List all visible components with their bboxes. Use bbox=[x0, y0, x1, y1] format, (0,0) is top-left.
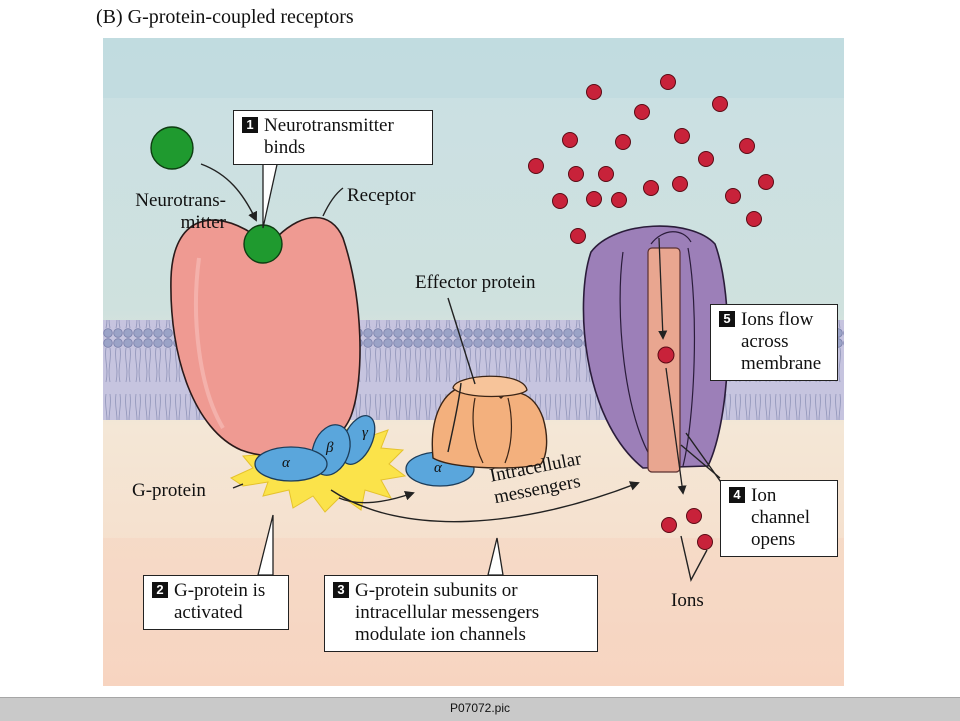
callout-4: 4 Ion channel opens bbox=[720, 480, 838, 557]
effector-protein bbox=[431, 375, 548, 469]
label-receptor: Receptor bbox=[347, 185, 416, 206]
label-gamma: γ bbox=[362, 425, 368, 441]
callout-3-line-1: G-protein subunits or bbox=[355, 580, 518, 601]
label-g-protein: G-protein bbox=[132, 480, 206, 501]
callout-5: 5 Ions flow across membrane bbox=[710, 304, 838, 381]
label-alpha-free: α bbox=[434, 460, 442, 476]
callout-1-line-2: binds bbox=[264, 137, 306, 158]
callout-2: 2 G-protein is activated bbox=[143, 575, 289, 630]
callout-2-number: 2 bbox=[152, 582, 168, 598]
label-effector-protein: Effector protein bbox=[415, 272, 536, 293]
callout-3-number: 3 bbox=[333, 582, 349, 598]
label-ions: Ions bbox=[671, 590, 704, 611]
callout-5-line-1: Ions flow bbox=[741, 309, 814, 330]
callout-2-line-1: G-protein is bbox=[174, 580, 266, 601]
arrows bbox=[200, 163, 724, 582]
footer-bar: P07072.pic bbox=[0, 697, 960, 721]
label-alpha: α bbox=[282, 455, 290, 471]
callout-1-number: 1 bbox=[242, 117, 258, 133]
callout-4-line-3: opens bbox=[751, 529, 796, 550]
callout-1-line-1: Neurotransmitter bbox=[264, 115, 394, 136]
callout-3: 3 G-protein subunits or intracellular mes… bbox=[324, 575, 598, 652]
label-neurotransmitter: Neurotrans- mitter bbox=[108, 190, 226, 234]
neurotransmitter-bound bbox=[243, 224, 283, 264]
ions-extracellular bbox=[528, 74, 774, 244]
ions-intracellular bbox=[661, 508, 713, 550]
callout-1: 1 Neurotransmitter binds bbox=[233, 110, 433, 165]
label-neurotransmitter-line-1: Neurotrans- bbox=[135, 190, 226, 211]
callout-4-line-2: channel bbox=[751, 507, 811, 528]
callout-5-number: 5 bbox=[719, 311, 735, 327]
g-protein-alpha bbox=[254, 446, 328, 482]
callout-3-line-3: modulate ion channels bbox=[355, 624, 526, 645]
footer-filename: P07072.pic bbox=[449, 701, 511, 715]
figure-title: (B) G-protein-coupled receptors bbox=[96, 6, 354, 28]
neurotransmitter-free bbox=[150, 126, 194, 170]
callout-4-number: 4 bbox=[729, 487, 745, 503]
callout-4-line-1: Ion bbox=[751, 485, 777, 506]
callout-5-line-2: across bbox=[741, 331, 789, 352]
ion-in-channel bbox=[657, 346, 675, 364]
label-beta: β bbox=[326, 440, 334, 456]
callout-2-line-2: activated bbox=[174, 602, 243, 623]
label-neurotransmitter-line-2: mitter bbox=[180, 212, 226, 233]
callout-3-line-2: intracellular messengers bbox=[355, 602, 540, 623]
callout-5-line-3: membrane bbox=[741, 353, 822, 374]
